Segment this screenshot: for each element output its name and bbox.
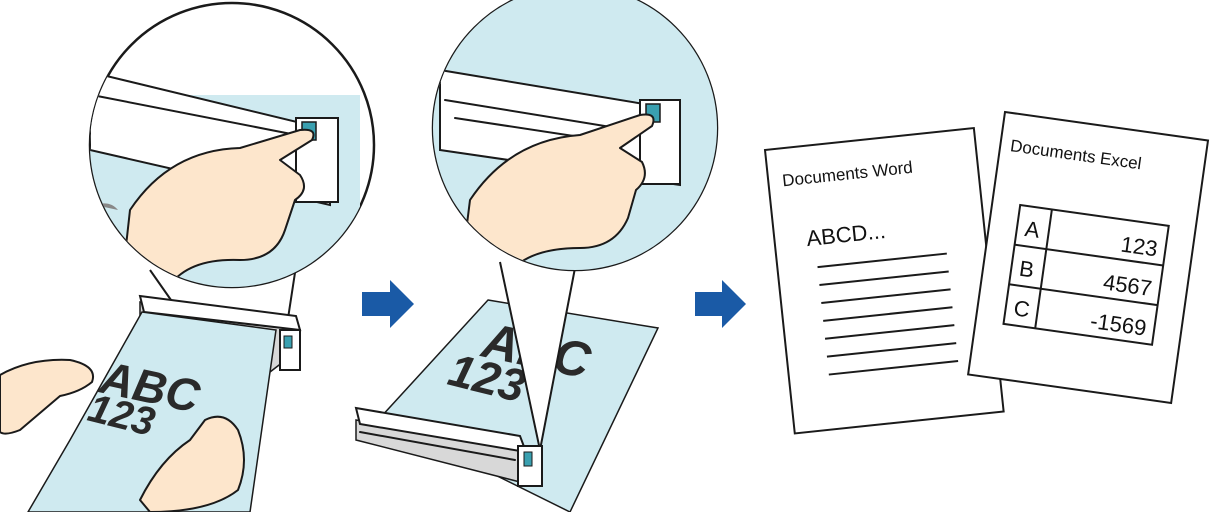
right-arrow-icon [362,280,414,328]
scanner-step2 [354,406,543,487]
left-hand [0,358,94,435]
step1-scene: ABC 123 [0,1,376,512]
table-row-label: B [1018,256,1036,283]
right-arrow-icon [695,280,746,328]
right-hand [139,415,245,512]
pointing-finger [119,128,315,287]
table-row-value: 123 [1119,232,1159,262]
table-row-label: A [1023,216,1041,243]
excel-table: A 123 B 4567 C -1569 [1002,203,1170,346]
scan-button-light [523,451,533,467]
scan-button-light [283,335,293,349]
excel-document: Documents Excel A 123 B 4567 C -1569 [966,110,1210,405]
table-row-label: C [1012,295,1031,322]
step2-scene: ABC 123 [354,0,719,512]
zoom-circle-step1 [88,1,376,289]
text-lines [817,252,959,376]
zoom-circle-step2 [431,0,719,272]
word-document: Documents Word ABCD... [763,126,1005,435]
pointing-finger [459,113,655,270]
